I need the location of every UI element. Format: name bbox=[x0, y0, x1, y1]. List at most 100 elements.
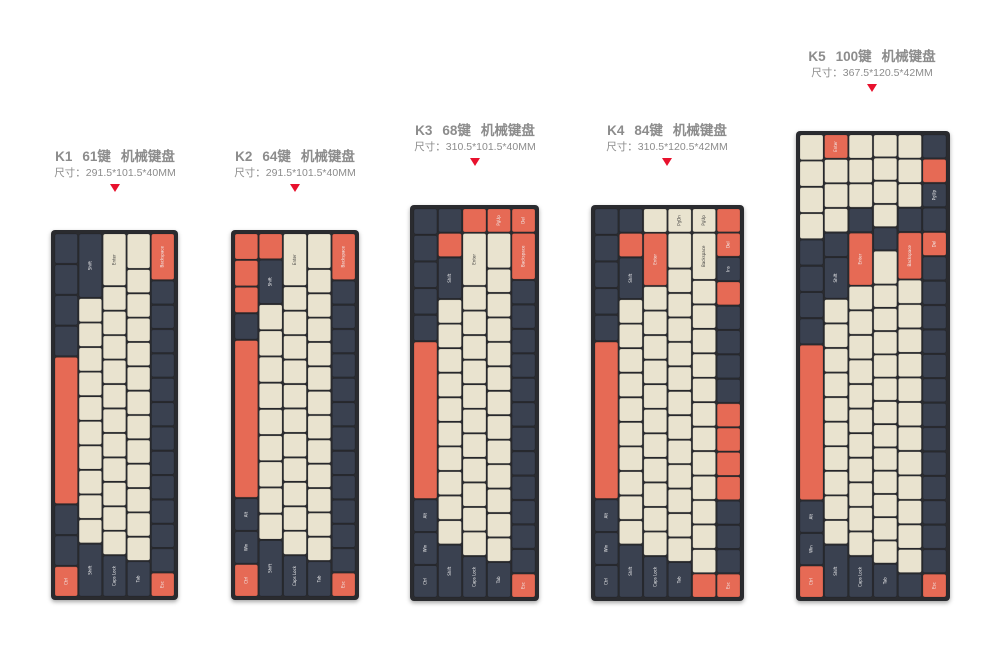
keycap bbox=[922, 500, 947, 525]
keycap bbox=[824, 159, 848, 183]
keycap bbox=[619, 545, 643, 598]
keycap bbox=[259, 540, 283, 597]
keycap bbox=[619, 208, 643, 233]
keycap bbox=[799, 345, 824, 500]
keycap bbox=[127, 537, 151, 561]
keycap bbox=[462, 286, 487, 311]
keycap bbox=[151, 451, 175, 475]
keycap bbox=[413, 565, 438, 598]
keycap bbox=[922, 549, 947, 573]
key-legend: Shift bbox=[628, 566, 633, 576]
keycap bbox=[873, 204, 898, 227]
model-keys: 84键 bbox=[634, 123, 663, 138]
keycap bbox=[873, 401, 898, 424]
keycap bbox=[824, 471, 848, 495]
keycap bbox=[413, 288, 438, 315]
keycap bbox=[54, 295, 78, 326]
keycap bbox=[462, 311, 487, 335]
keycap bbox=[594, 208, 619, 235]
keycap bbox=[873, 517, 898, 540]
keycap bbox=[716, 403, 741, 427]
keycap bbox=[922, 403, 947, 427]
keycap bbox=[234, 498, 259, 531]
keycap bbox=[78, 323, 102, 347]
keycap bbox=[824, 495, 848, 520]
key-legend: Enter bbox=[472, 254, 477, 265]
keycap bbox=[643, 458, 667, 482]
keycap bbox=[127, 233, 151, 269]
keycap bbox=[462, 458, 487, 482]
keycap bbox=[873, 251, 898, 285]
down-arrow-icon bbox=[290, 184, 300, 192]
keycap bbox=[283, 360, 307, 384]
keycap bbox=[898, 475, 922, 500]
keycap bbox=[413, 499, 438, 532]
keycap bbox=[643, 409, 667, 433]
keycap bbox=[668, 342, 692, 366]
keycap bbox=[151, 329, 175, 353]
keycap bbox=[413, 315, 438, 341]
key-legend: Backspace bbox=[521, 245, 526, 267]
model-keys: 68键 bbox=[442, 123, 471, 138]
keycap bbox=[716, 330, 741, 354]
keycap bbox=[511, 451, 536, 476]
keycap bbox=[898, 280, 922, 304]
keycap bbox=[331, 280, 356, 305]
keycap bbox=[462, 233, 487, 286]
size-label: 尺寸： bbox=[811, 67, 843, 79]
keycap bbox=[331, 378, 356, 402]
keycap bbox=[898, 353, 922, 377]
keycap bbox=[127, 318, 151, 342]
keycap bbox=[848, 208, 873, 232]
key-legend: Alt bbox=[243, 511, 248, 517]
keycap bbox=[307, 366, 331, 391]
keycap bbox=[487, 342, 511, 366]
keycap bbox=[438, 545, 462, 598]
size-value: 291.5*101.5*40MM bbox=[85, 167, 176, 179]
keycap bbox=[824, 520, 848, 545]
keycap bbox=[54, 326, 78, 357]
keycap bbox=[799, 266, 824, 292]
keycap bbox=[594, 261, 619, 288]
keycap bbox=[848, 556, 873, 598]
keycap bbox=[259, 409, 283, 435]
keycap bbox=[511, 427, 536, 451]
keycap bbox=[307, 464, 331, 488]
keycap bbox=[692, 329, 716, 353]
keycap bbox=[438, 233, 462, 257]
keycap bbox=[692, 476, 716, 500]
keycap bbox=[307, 561, 331, 597]
keycap bbox=[716, 573, 741, 598]
keycap bbox=[848, 310, 873, 335]
keycap bbox=[438, 257, 462, 299]
keycap bbox=[824, 257, 848, 299]
keycap bbox=[898, 549, 922, 573]
keycap bbox=[619, 422, 643, 446]
model-code: K2 bbox=[235, 149, 253, 164]
keycap bbox=[668, 415, 692, 440]
keycap bbox=[438, 471, 462, 495]
keycap bbox=[234, 233, 259, 260]
keycap bbox=[692, 233, 716, 280]
key-legend: Del bbox=[521, 217, 526, 224]
keycap bbox=[438, 422, 462, 446]
keycap bbox=[692, 549, 716, 573]
keycap bbox=[799, 500, 824, 533]
keycap bbox=[487, 233, 511, 269]
keycap bbox=[619, 520, 643, 545]
keycap bbox=[283, 433, 307, 457]
keycap bbox=[259, 233, 283, 259]
keycap bbox=[259, 514, 283, 540]
keycap bbox=[234, 531, 259, 564]
keycap bbox=[511, 549, 536, 573]
keycap bbox=[716, 549, 741, 573]
keycap bbox=[873, 471, 898, 494]
key-legend: Alt bbox=[422, 512, 427, 518]
